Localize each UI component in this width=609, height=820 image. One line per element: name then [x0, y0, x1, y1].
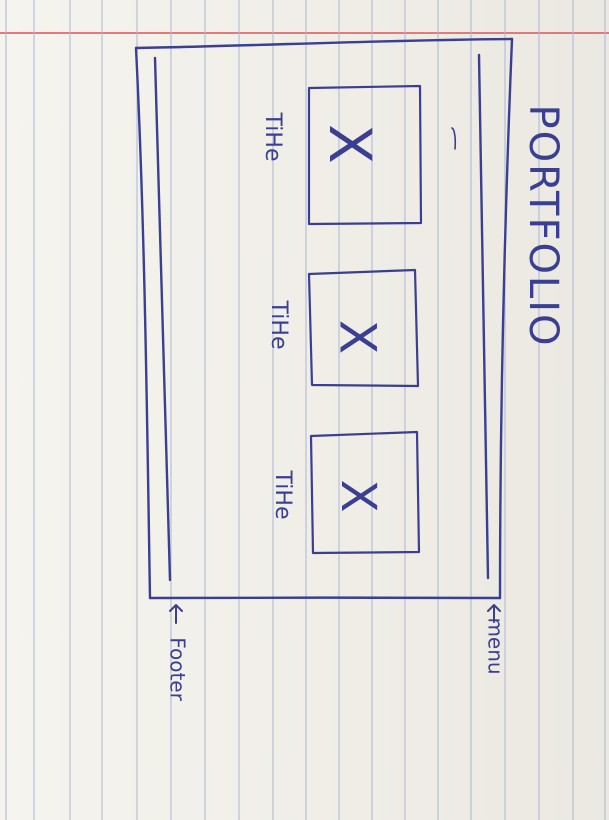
footer-annotation-label: Footer — [166, 637, 190, 701]
portfolio-item-2-placeholder-icon: X — [329, 320, 387, 354]
portfolio-items — [307, 84, 457, 555]
menu-arrow-icon — [487, 604, 501, 623]
portfolio-item-2-title: TiHe — [266, 300, 291, 350]
pen-mark — [451, 127, 457, 150]
portfolio-item-1-title-group: TiHe — [260, 112, 285, 162]
page-title: PORTFOLIO — [520, 105, 566, 348]
menu-annotation: menu — [484, 604, 508, 675]
menu-divider-line — [477, 53, 490, 580]
portfolio-item-2-title-group: TiHe — [266, 300, 291, 350]
portfolio-item-1-title: TiHe — [260, 112, 285, 162]
portfolio-item-1-image-box — [307, 84, 423, 226]
portfolio-item-1-placeholder-text: X — [316, 124, 384, 164]
portfolio-item-2-image-box — [307, 268, 420, 388]
page-right-border — [498, 37, 514, 600]
portfolio-item-3-placeholder-text: X — [330, 480, 386, 513]
portfolio-item-2-placeholder-text: X — [329, 320, 387, 354]
footer-divider-line — [153, 56, 172, 582]
portfolio-item-3-image-box — [309, 430, 421, 555]
portfolio-item-1-placeholder-icon: X — [316, 124, 384, 164]
menu-annotation-label: menu — [484, 617, 508, 674]
portfolio-item-3-title: TiHe — [270, 470, 295, 520]
portfolio-item-3-placeholder-icon: X — [330, 480, 386, 513]
portfolio-item-3-title-group: TiHe — [270, 470, 295, 520]
page-title-group: PORTFOLIO — [520, 105, 566, 348]
page-left-border — [134, 46, 152, 600]
page-frame — [134, 37, 514, 600]
footer-annotation: Footer — [166, 604, 190, 702]
page-top-border — [134, 37, 514, 50]
footer-arrow-icon — [169, 604, 183, 624]
